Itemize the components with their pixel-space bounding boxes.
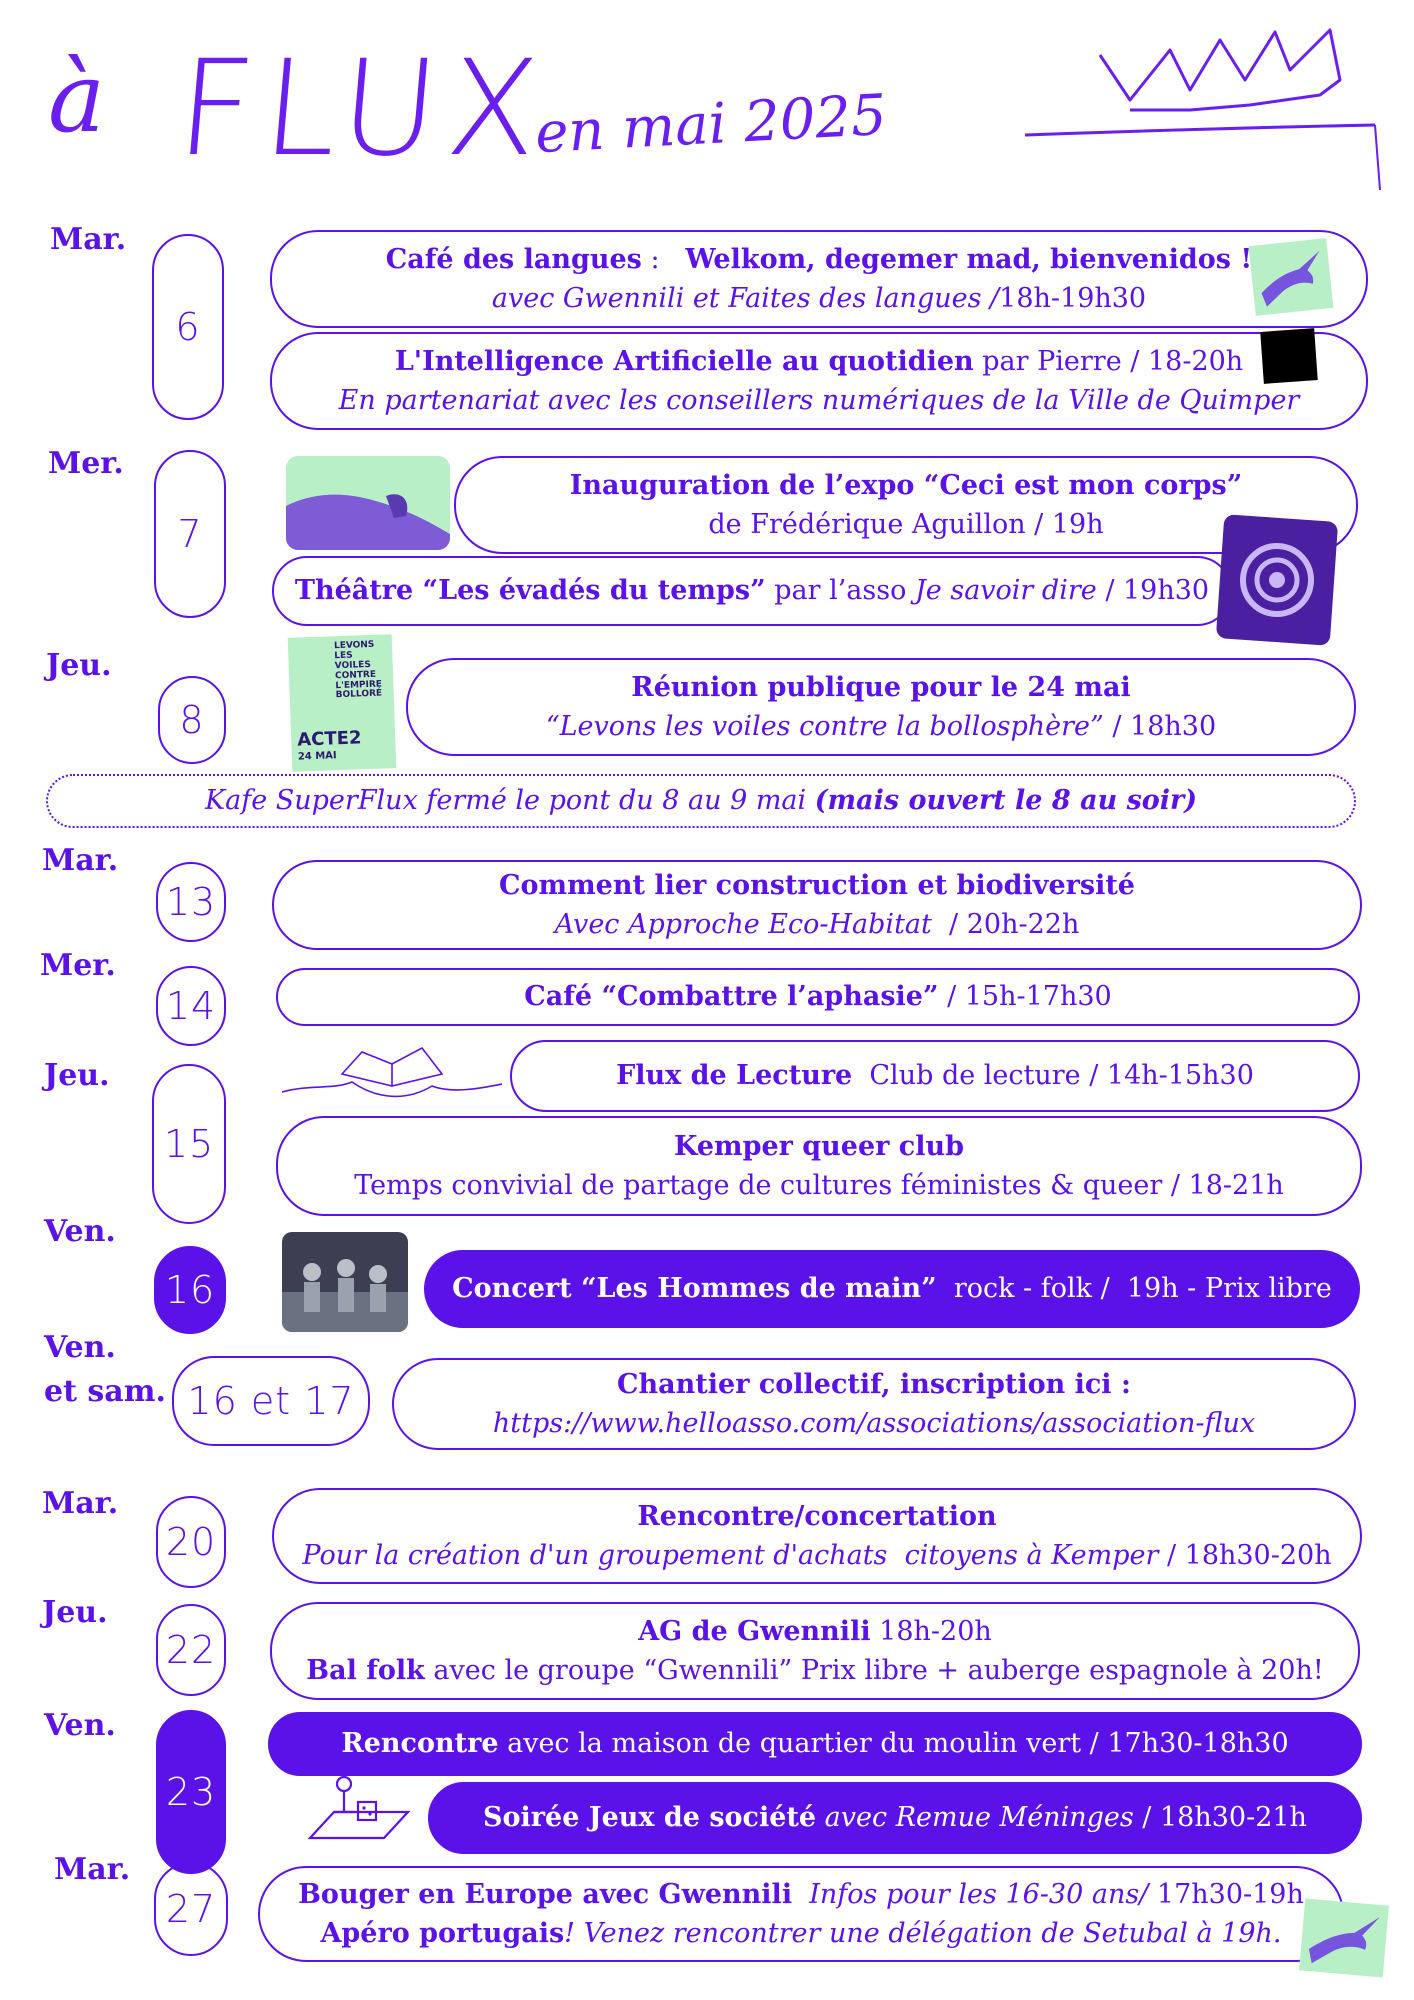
event-title: Théâtre “Les évadés du temps” bbox=[294, 575, 766, 607]
header-a: à bbox=[48, 42, 106, 154]
event-queer: Kemper queer club Temps convivial de par… bbox=[276, 1116, 1362, 1216]
day-label: Mer. bbox=[40, 948, 116, 983]
poster-headline: LEVONS LES VOILES CONTRE L'EMPIRE BOLLOR… bbox=[333, 639, 383, 701]
header-flux-title: FLUX bbox=[171, 32, 555, 186]
header-month: en mai 2025 bbox=[533, 82, 889, 167]
event-title: L'Intelligence Artificielle au quotidien bbox=[394, 345, 974, 377]
event-jeux: Soirée Jeux de société avec Remue Méning… bbox=[428, 1782, 1362, 1854]
event-rencontre-23: Rencontre avec la maison de quartier du … bbox=[268, 1712, 1362, 1776]
event-title: Rencontre/concertation bbox=[637, 1500, 997, 1532]
date-pill: 23 bbox=[156, 1710, 226, 1874]
swallow-sticker-icon bbox=[1299, 1898, 1389, 1978]
concert-photo-image bbox=[282, 1232, 408, 1332]
day-label: Ven. bbox=[44, 1330, 116, 1365]
event-europe: Bouger en Europe avec Gwennili Infos pou… bbox=[258, 1866, 1344, 1962]
day-label: Jeu. bbox=[42, 1595, 108, 1630]
date-pill: 13 bbox=[156, 862, 226, 942]
event-title: Café “Combattre l’aphasie” bbox=[524, 981, 939, 1013]
poster-date: 24 MAI bbox=[297, 750, 337, 763]
event-construction: Comment lier construction et biodiversit… bbox=[272, 860, 1362, 950]
event-title: Kemper queer club bbox=[674, 1130, 964, 1162]
date-pill: 6 bbox=[152, 234, 224, 420]
event-title: Chantier collectif, inscription ici : bbox=[617, 1368, 1131, 1400]
event-title: Comment lier construction et biodiversit… bbox=[499, 869, 1135, 901]
event-title: Bouger en Europe avec Gwennili bbox=[298, 1878, 793, 1910]
date-pill: 16 et 17 bbox=[172, 1356, 370, 1446]
board-game-icon bbox=[307, 1775, 411, 1840]
day-label: Jeu. bbox=[44, 1058, 110, 1093]
event-cafe-langues: Café des langues : Welkom, degemer mad, … bbox=[270, 230, 1368, 328]
theatre-poster-image bbox=[1215, 514, 1339, 646]
event-theatre: Théâtre “Les évadés du temps” par l’asso… bbox=[272, 556, 1232, 626]
event-title: Concert “Les Hommes de main” bbox=[452, 1273, 937, 1305]
day-label: Ven. bbox=[44, 1214, 116, 1249]
day-label: Mar. bbox=[42, 1486, 119, 1521]
day-label: Jeu. bbox=[46, 648, 112, 683]
event-reunion: Réunion publique pour le 24 mai “Levons … bbox=[406, 658, 1356, 756]
event-concert: Concert “Les Hommes de main” rock - folk… bbox=[424, 1250, 1360, 1328]
date-pill: 7 bbox=[154, 450, 226, 618]
crown-doodle-icon bbox=[1024, 28, 1381, 190]
event-aphasie: Café “Combattre l’aphasie” / 15h-17h30 bbox=[276, 968, 1360, 1026]
event-title: Café des langues bbox=[385, 243, 642, 275]
date-pill: 15 bbox=[152, 1064, 226, 1224]
event-ia: L'Intelligence Artificielle au quotidien… bbox=[270, 332, 1368, 430]
event-title: Soirée Jeux de société bbox=[483, 1802, 817, 1834]
day-label: Mer. bbox=[48, 446, 124, 481]
black-square-icon bbox=[1260, 328, 1318, 384]
poster-acte: ACTE2 bbox=[296, 727, 362, 751]
day-label: Mar. bbox=[54, 1852, 131, 1887]
event-title: Flux de Lecture bbox=[616, 1060, 853, 1092]
day-label: Mar. bbox=[50, 222, 127, 257]
event-rencontre-20: Rencontre/concertation Pour la création … bbox=[272, 1488, 1362, 1584]
notice-closed: Kafe SuperFlux fermé le pont du 8 au 9 m… bbox=[46, 774, 1356, 828]
date-pill: 16 bbox=[154, 1246, 226, 1334]
event-ag-gwennili: AG de Gwennili 18h-20h Bal folk avec le … bbox=[270, 1602, 1360, 1700]
event-title: AG de Gwennili bbox=[638, 1615, 871, 1647]
day-label: et sam. bbox=[44, 1374, 166, 1409]
event-title: Inauguration de l’expo “Ceci est mon cor… bbox=[569, 469, 1243, 501]
chantier-link[interactable]: https://www.helloasso.com/associations/a… bbox=[492, 1408, 1256, 1439]
day-label: Mar. bbox=[42, 843, 119, 878]
expo-photo-image bbox=[286, 456, 450, 550]
event-title: Réunion publique pour le 24 mai bbox=[631, 671, 1131, 703]
open-book-icon bbox=[282, 1046, 502, 1098]
date-pill: 20 bbox=[156, 1496, 226, 1588]
event-expo: Inauguration de l’expo “Ceci est mon cor… bbox=[454, 456, 1358, 554]
date-pill: 22 bbox=[156, 1604, 226, 1696]
date-pill: 8 bbox=[158, 676, 226, 764]
swallow-sticker-icon bbox=[1248, 238, 1334, 316]
event-title: Rencontre bbox=[341, 1728, 499, 1760]
event-chantier: Chantier collectif, inscription ici : ht… bbox=[392, 1358, 1356, 1450]
date-pill: 27 bbox=[154, 1862, 228, 1956]
page-header: à FLUX en mai 2025 bbox=[0, 0, 1414, 200]
day-label: Ven. bbox=[44, 1708, 116, 1743]
reunion-poster-image: LEVONS LES VOILES CONTRE L'EMPIRE BOLLOR… bbox=[287, 634, 397, 772]
date-pill: 14 bbox=[156, 966, 226, 1046]
event-lecture: Flux de Lecture Club de lecture / 14h-15… bbox=[510, 1040, 1360, 1112]
